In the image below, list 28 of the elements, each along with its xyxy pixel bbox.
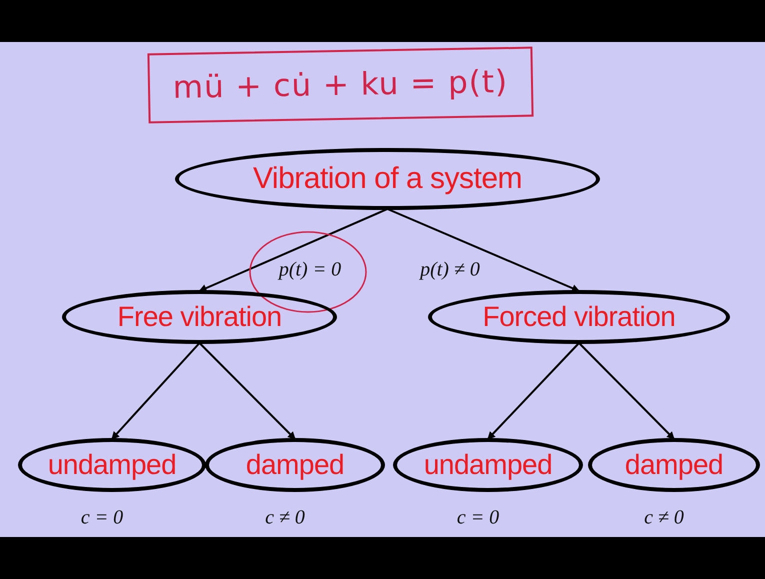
ellipse-node (588, 438, 760, 492)
equation-box (147, 46, 534, 124)
node-label: undamped (48, 451, 176, 479)
condition-label: c ≠ 0 (265, 506, 305, 530)
ellipse-node (175, 148, 600, 210)
node-label: Free vibration (117, 303, 282, 331)
node-label: damped (624, 451, 724, 479)
node-label: damped (246, 451, 344, 479)
ellipse-node (428, 290, 730, 344)
arrow (578, 342, 675, 440)
condition-label: c ≠ 0 (644, 506, 684, 530)
arrow (111, 342, 200, 440)
edge-label: p(t) = 0 (278, 258, 342, 282)
arrow (198, 208, 388, 292)
condition-label: c = 0 (80, 506, 124, 530)
ellipse-node (393, 438, 583, 492)
arrow (198, 342, 296, 440)
condition-label: c = 0 (456, 506, 500, 530)
arrow (387, 208, 580, 292)
ellipse-node (18, 438, 206, 492)
edge-label: p(t) ≠ 0 (420, 258, 480, 282)
arrow (487, 342, 580, 440)
ellipse-node (62, 290, 337, 344)
ellipse-node (205, 438, 385, 492)
node-label: Vibration of a system (252, 164, 522, 194)
node-label: undamped (424, 451, 552, 479)
node-label: Forced vibration (482, 303, 676, 331)
handwritten-equation: mü + cu̇ + ku = p(t) (172, 64, 508, 106)
